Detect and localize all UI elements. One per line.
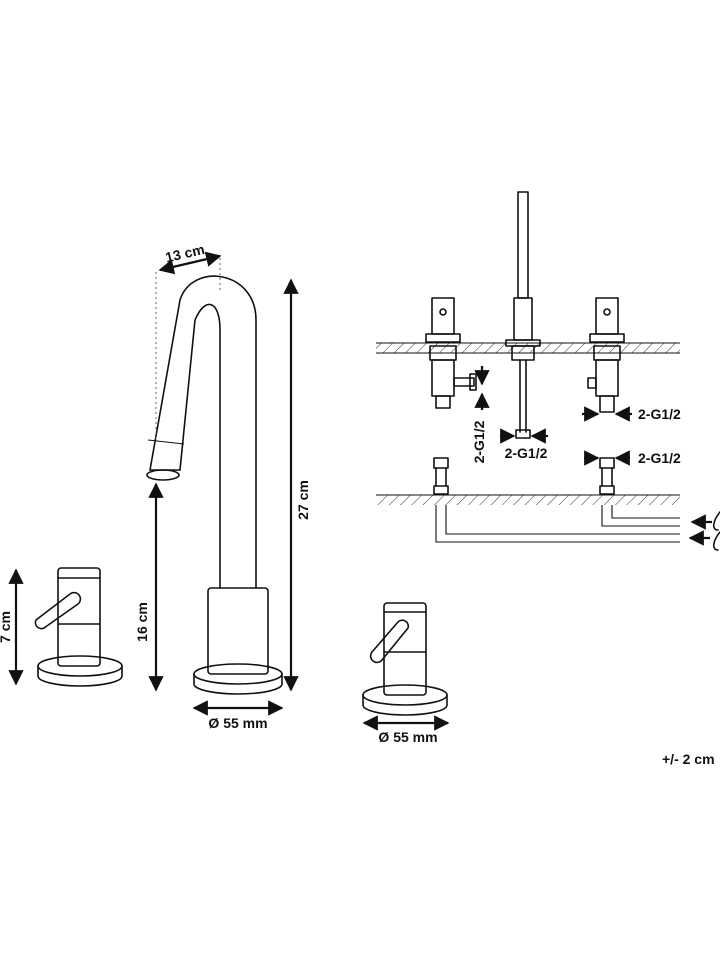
center-connection-label: 2-G1/2 — [505, 445, 548, 461]
handle-base-diameter-label: Ø 55 mm — [378, 729, 437, 745]
right-bottom-connection-label: 2-G1/2 — [638, 450, 681, 466]
spout-height-label: 16 cm — [134, 602, 150, 642]
schematic-left-valve — [425, 297, 477, 409]
schematic-right-valve — [587, 297, 625, 413]
right-top-connection-label: 2-G1/2 — [638, 406, 681, 422]
right-handle-valve — [362, 602, 448, 716]
handle-height-label: 7 cm — [0, 611, 13, 643]
countertop-section — [376, 342, 680, 354]
wall-floor-section — [376, 494, 680, 505]
spout-faucet — [146, 275, 283, 695]
water-drop-icon — [712, 511, 720, 551]
supply-pipes — [433, 457, 680, 543]
spout-base-diameter-label: Ø 55 mm — [208, 715, 267, 731]
water-inlet-arrows — [688, 514, 712, 546]
spout-reach-dimension — [155, 251, 222, 440]
left-connection-label: 2-G1/2 — [471, 420, 487, 463]
tolerance-label: +/- 2 cm — [662, 751, 715, 767]
schematic-spout — [505, 191, 541, 439]
left-handle-valve — [34, 567, 123, 687]
total-height-label: 27 cm — [295, 480, 311, 520]
